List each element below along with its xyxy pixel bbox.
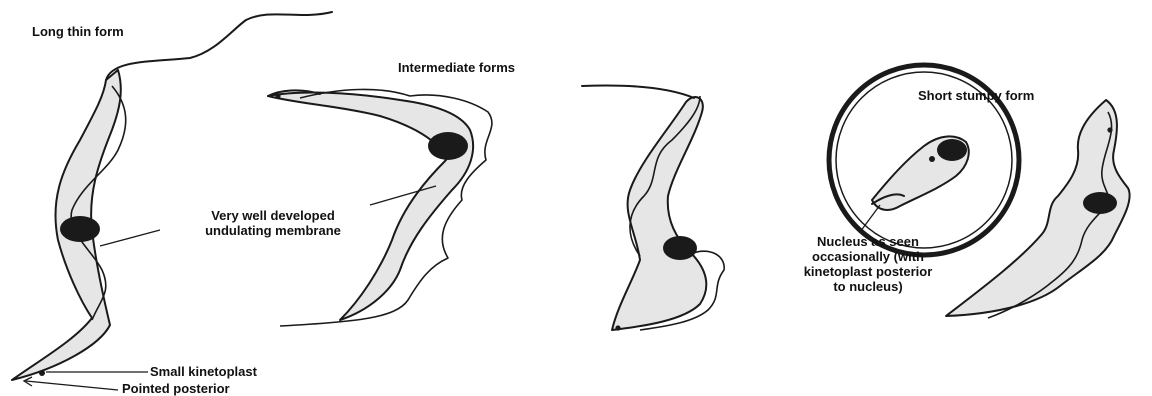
nucleus-note-line-2: occasionally (with [780, 249, 956, 264]
undulating-membrane-line-2: undulating membrane [158, 223, 388, 238]
intermediate-form-2-cell [582, 86, 724, 331]
nucleus-note-line-3: kinetoplast posterior [780, 264, 956, 279]
long-thin-flagellum [106, 12, 332, 80]
nucleus-note-line-1: Nucleus as seen [780, 234, 956, 249]
short-stumpy-kinetoplast [1107, 127, 1112, 132]
nucleus-note-label: Nucleus as seen occasionally (with kinet… [780, 234, 956, 294]
intermediate-forms-label: Intermediate forms [398, 60, 515, 75]
posterior-leader [26, 381, 118, 390]
intermediate-1-kinetoplast [275, 93, 280, 98]
short-stumpy-form-label: Short stumpy form [918, 88, 1034, 103]
long-thin-nucleus [60, 216, 100, 242]
membrane-leader-1 [100, 230, 160, 246]
long-thin-form-label: Long thin form [32, 24, 124, 39]
undulating-membrane-label: Very well developed undulating membrane [158, 208, 388, 238]
pointed-posterior-label: Pointed posterior [122, 381, 230, 396]
intermediate-1-nucleus [428, 132, 468, 160]
small-kinetoplast-label: Small kinetoplast [150, 364, 257, 379]
long-thin-kinetoplast [39, 370, 45, 376]
intermediate-2-nucleus [663, 236, 697, 260]
inset-kinetoplast [929, 156, 935, 162]
undulating-membrane-line-1: Very well developed [158, 208, 388, 223]
nucleus-note-line-4: to nucleus) [780, 279, 956, 294]
inset-nucleus [937, 139, 967, 161]
intermediate-2-kinetoplast [615, 325, 620, 330]
short-stumpy-nucleus [1083, 192, 1117, 214]
intermediate-2-flagellum [582, 86, 694, 99]
long-thin-form-cell [12, 12, 332, 380]
